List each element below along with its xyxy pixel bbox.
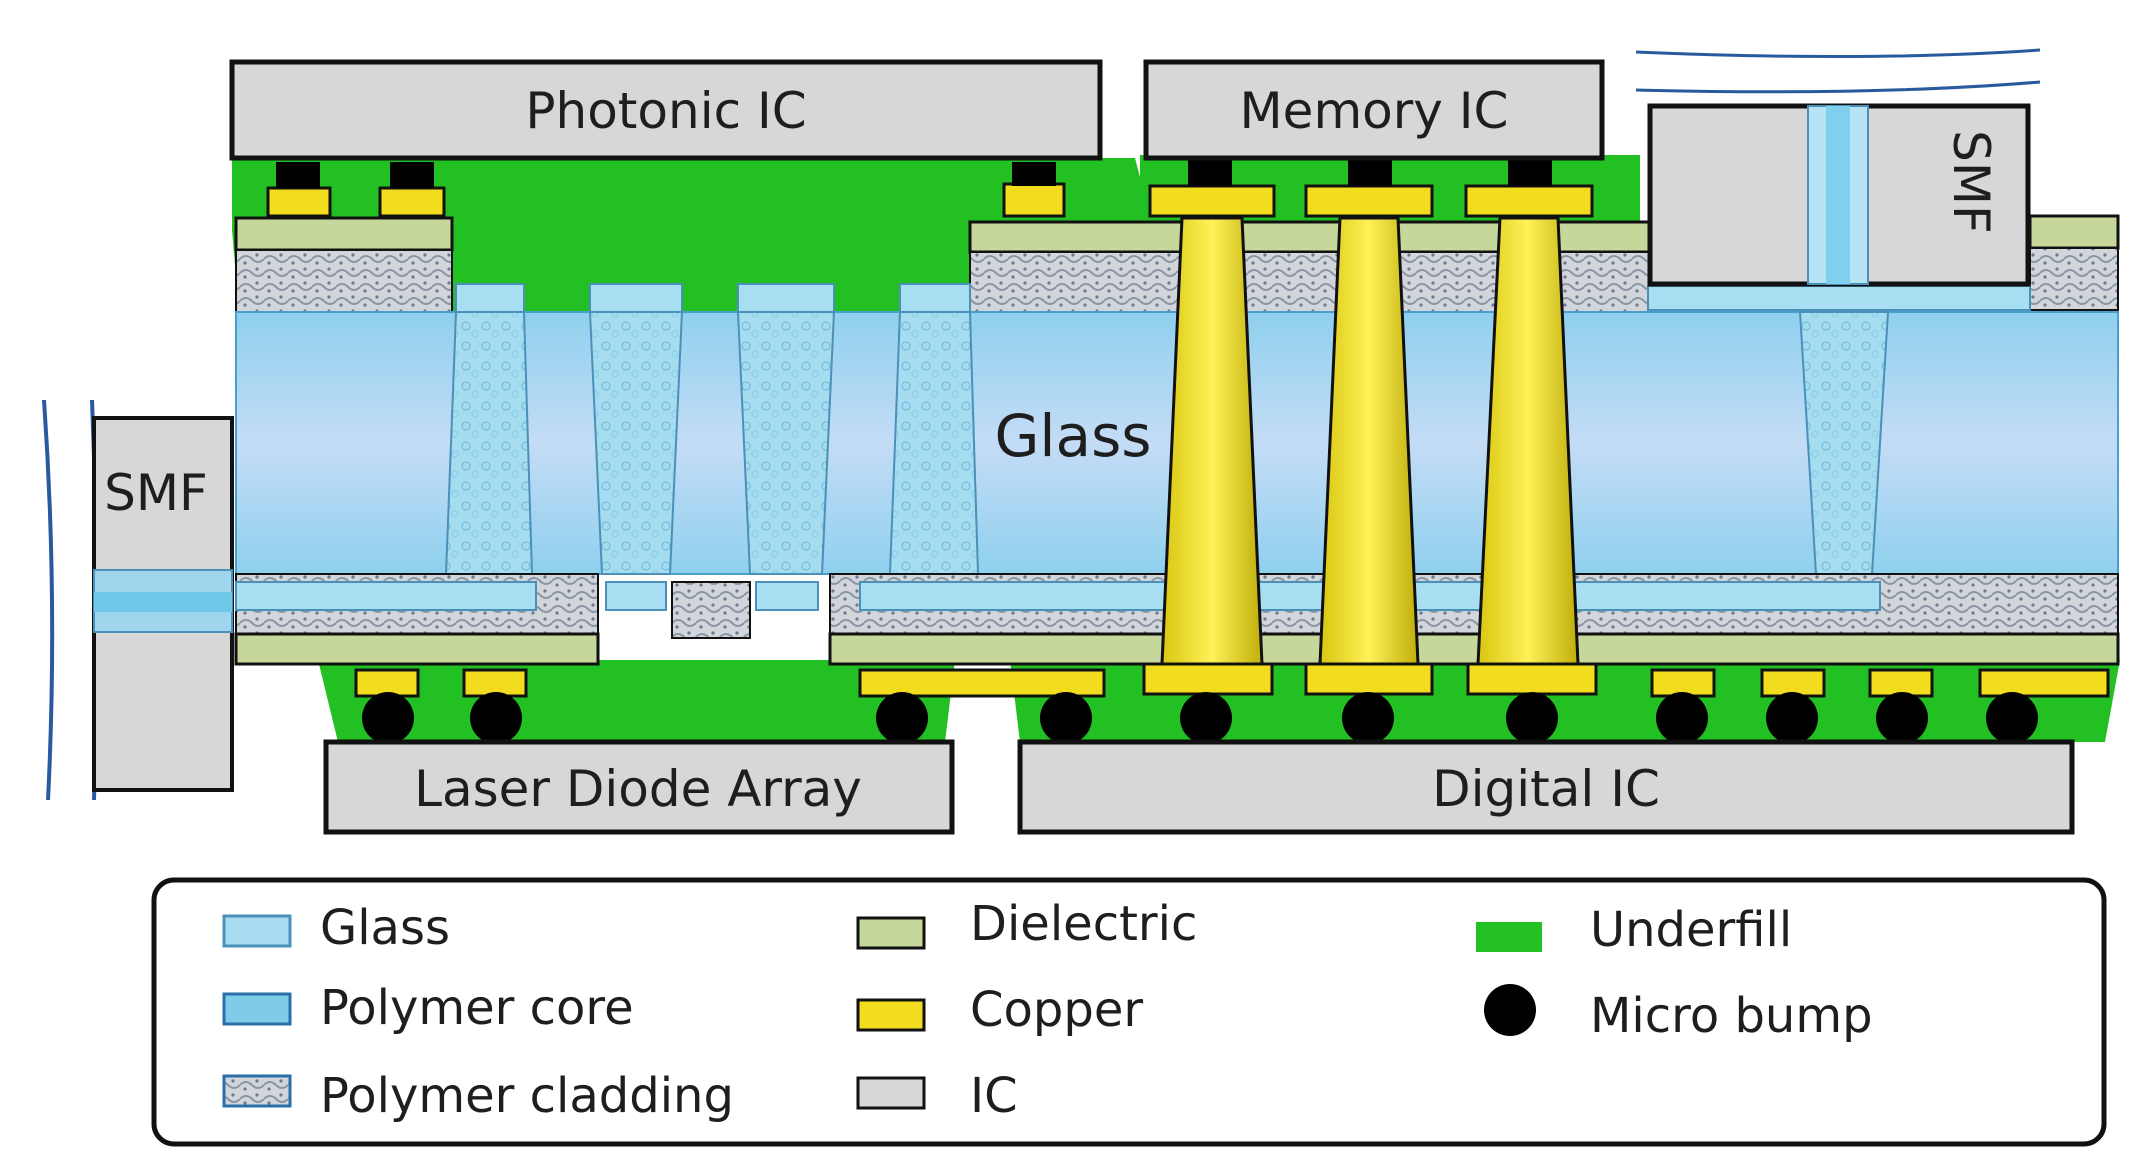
glass-core-label: Glass — [994, 402, 1151, 470]
top-core-strip-right — [1647, 285, 2031, 311]
copper-pillars — [1142, 184, 1598, 696]
smf-top-label: SMF — [1942, 130, 2000, 234]
photonic-ic: Photonic IC — [229, 59, 1103, 161]
optical-via-4 — [888, 311, 980, 575]
memory-ic-label: Memory IC — [1240, 82, 1509, 140]
bottom-layers — [234, 573, 2120, 666]
optical-via-2 — [588, 311, 684, 575]
smf-left-label: SMF — [104, 464, 208, 522]
micro-bumps — [362, 692, 2038, 744]
photonic-ic-label: Photonic IC — [525, 82, 806, 140]
legend-underfill-label: Underfill — [1590, 902, 1792, 958]
top-cladding-right — [2029, 247, 2119, 311]
laser-diode-array: Laser Diode Array — [323, 739, 955, 835]
digital-ic: Digital IC — [1017, 739, 2075, 835]
bottom-core-left — [235, 581, 537, 611]
legend-polymer-cladding-label: Polymer cladding — [320, 1068, 734, 1124]
optical-vias — [444, 283, 1890, 575]
legend: Glass Polymer core Polymer cladding Diel… — [151, 877, 2107, 1147]
top-cladding-left — [235, 249, 453, 313]
top-dielectric-right — [2028, 214, 2120, 250]
top-dielectric-left — [234, 216, 454, 252]
optical-via-1 — [444, 311, 534, 575]
glass-swatch — [222, 914, 292, 948]
polymer-cladding-swatch — [222, 1074, 292, 1108]
dielectric-swatch — [856, 916, 926, 950]
legend-polymer-core-label: Polymer core — [320, 980, 634, 1036]
optical-via-3 — [736, 311, 836, 575]
smf-left: SMF — [42, 399, 234, 801]
legend-copper-label: Copper — [970, 982, 1143, 1038]
underfill-swatch — [1476, 922, 1542, 952]
polymer-core-swatch — [222, 992, 292, 1026]
bottom-copper-pads — [354, 668, 2110, 698]
legend-glass-label: Glass — [320, 900, 450, 956]
bottom-dielectric-right — [828, 632, 2120, 666]
bottom-dielectric-left — [234, 632, 600, 666]
legend-dielectric-label: Dielectric — [970, 896, 1197, 952]
legend-box — [151, 877, 2107, 1147]
micro-bump-icon — [1484, 984, 1536, 1036]
laser-diode-array-label: Laser Diode Array — [414, 760, 862, 818]
ic-swatch — [856, 1076, 926, 1110]
underfill-bottom-right — [1010, 660, 2120, 742]
legend-micro-bump-label: Micro bump — [1590, 988, 1873, 1044]
copper-swatch — [856, 998, 926, 1032]
top-copper-pads — [266, 158, 1552, 218]
memory-ic: Memory IC — [1143, 59, 1605, 161]
digital-ic-label: Digital IC — [1432, 760, 1660, 818]
smf-top: SMF — [1635, 48, 2041, 287]
legend-ic-label: IC — [970, 1068, 1018, 1124]
optical-via-5 — [1798, 311, 1890, 575]
